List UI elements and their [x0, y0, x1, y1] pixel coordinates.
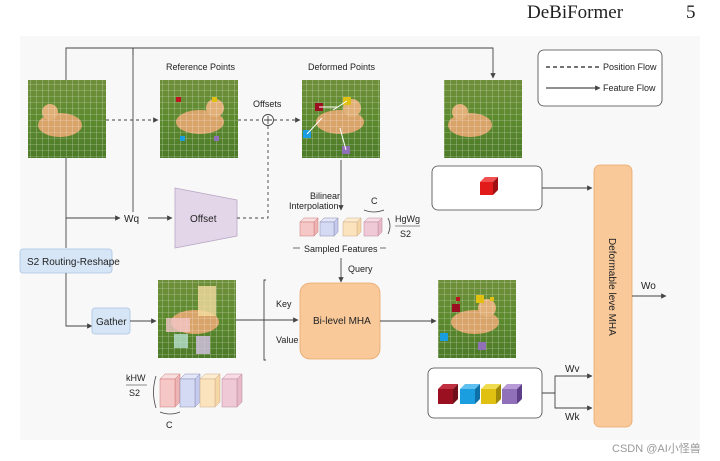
key-label: Key [276, 299, 292, 309]
deformed-points-label: Deformed Points [308, 62, 376, 72]
reference-points-image [160, 80, 238, 158]
legend-position-flow: Position Flow [603, 62, 657, 72]
page-number: 5 [686, 2, 696, 23]
routing-to-gather [65, 273, 93, 329]
c-top-label: C [371, 196, 378, 206]
bilevel-mha-label: Bi-level MHA [313, 316, 371, 327]
khw-numerator: kHW [126, 373, 146, 383]
reference-points-label: Reference Points [166, 62, 236, 72]
khw-denominator: S2 [129, 388, 140, 398]
value-label: Value [276, 335, 298, 345]
hw-denominator: S2 [400, 229, 411, 239]
offsets-label: Offsets [253, 99, 282, 109]
kv-token-cubes [438, 384, 522, 404]
offset-block-label: Offset [190, 214, 217, 225]
wq-label: Wq [124, 214, 139, 225]
legend-box [537, 49, 663, 107]
wo-label: Wo [641, 281, 656, 292]
routing-reshape-label: S2 Routing-Reshape [27, 257, 120, 268]
deformable-mha-label: Deformable leve MHA [606, 238, 617, 336]
c-bottom-label: C [166, 420, 173, 430]
top-bypass-line [65, 47, 133, 80]
legend-feature-flow: Feature Flow [603, 83, 656, 93]
offset-block [174, 187, 238, 249]
kv-to-wv [542, 373, 593, 394]
bilinear-label: Bilinear [310, 191, 340, 201]
bilevel-output-image [438, 280, 516, 358]
sampled-features-cubes [299, 217, 383, 237]
wk-label: Wk [565, 412, 580, 423]
watermark: CSDN @AI小怪兽 [612, 441, 701, 455]
kv-to-wk [554, 393, 593, 411]
hw-numerator: HgWg [395, 214, 420, 224]
deformed-points-image [302, 80, 380, 158]
output-image-top [444, 80, 522, 158]
offset-to-plus [262, 126, 269, 219]
gathered-image [158, 280, 236, 358]
wv-label: Wv [565, 364, 579, 375]
red-query-cube [480, 177, 498, 195]
gather-label: Gather [96, 317, 127, 328]
input-image [28, 80, 106, 158]
sampled-features-label: Sampled Features [304, 244, 378, 254]
query-label: Query [348, 264, 373, 274]
paper-title: DeBiFormer [527, 2, 624, 23]
gathered-kv-cubes [159, 373, 243, 408]
interpolation-label: Interpolation [289, 201, 339, 211]
